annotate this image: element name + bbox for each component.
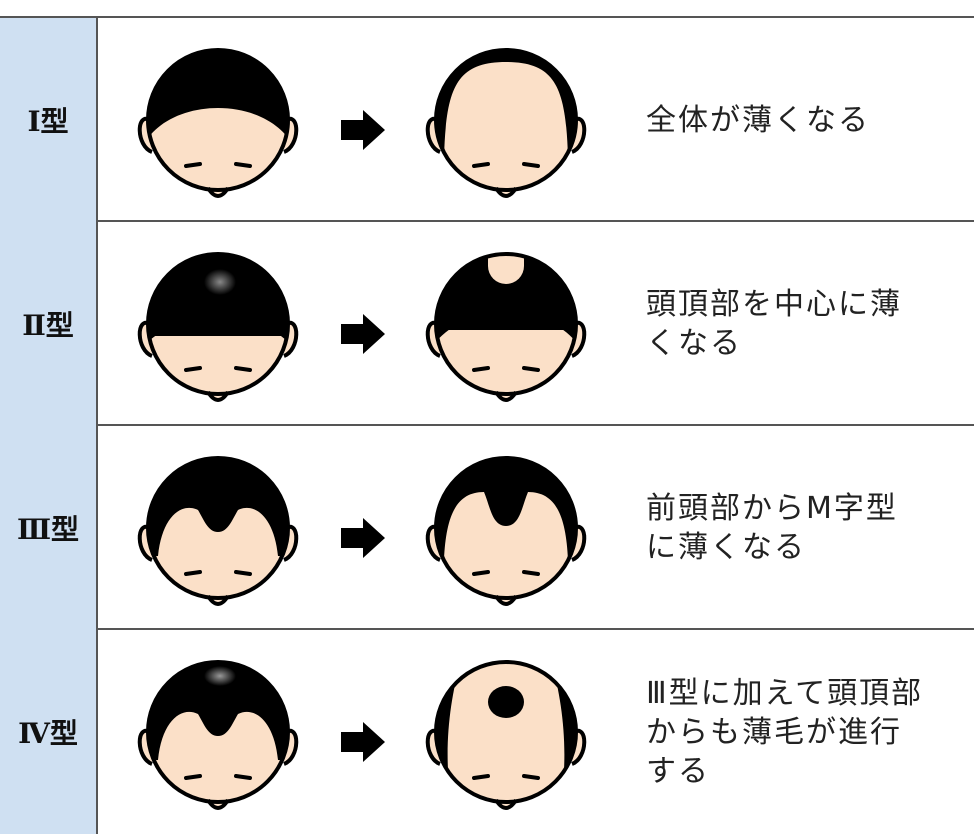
arrow-right-icon	[341, 518, 385, 558]
type-row-2: Ⅱ型 頭頂部を中心に薄 くなる	[0, 222, 960, 426]
type-label: Ⅱ型	[0, 222, 98, 426]
head-after-icon	[425, 48, 587, 198]
arrow-right-icon	[341, 314, 385, 354]
type-row-4: Ⅳ型 Ⅲ型に加えて頭頂部 からも薄毛が進行 する	[0, 630, 960, 834]
description: 全体が薄くなる	[646, 102, 870, 138]
type-label: Ⅲ型	[0, 426, 98, 630]
head-before-icon	[137, 48, 299, 198]
head-before-icon	[137, 456, 299, 606]
head-before-icon	[137, 252, 299, 402]
row-divider	[0, 628, 974, 630]
row-divider	[0, 220, 974, 222]
type-row-1: I型 全体が薄くなる	[0, 18, 960, 222]
figures	[98, 18, 638, 222]
figures	[98, 630, 638, 834]
head-after-icon	[425, 660, 587, 810]
head-after-icon	[425, 456, 587, 606]
description: 前頭部からM字型 に薄くなる	[646, 491, 898, 565]
description: Ⅲ型に加えて頭頂部 からも薄毛が進行 する	[646, 675, 924, 789]
head-before-icon	[137, 660, 299, 810]
figures	[98, 426, 638, 630]
arrow-right-icon	[341, 722, 385, 762]
figures	[98, 222, 638, 426]
type-row-3: Ⅲ型 前頭部からM字型 に薄くなる	[0, 426, 960, 630]
head-after-icon	[425, 252, 587, 402]
description: 頭頂部を中心に薄 くなる	[646, 287, 902, 361]
row-divider	[0, 424, 974, 426]
table-top-border	[0, 16, 974, 18]
type-label: I型	[0, 18, 98, 222]
type-label: Ⅳ型	[0, 630, 98, 834]
arrow-right-icon	[341, 110, 385, 150]
